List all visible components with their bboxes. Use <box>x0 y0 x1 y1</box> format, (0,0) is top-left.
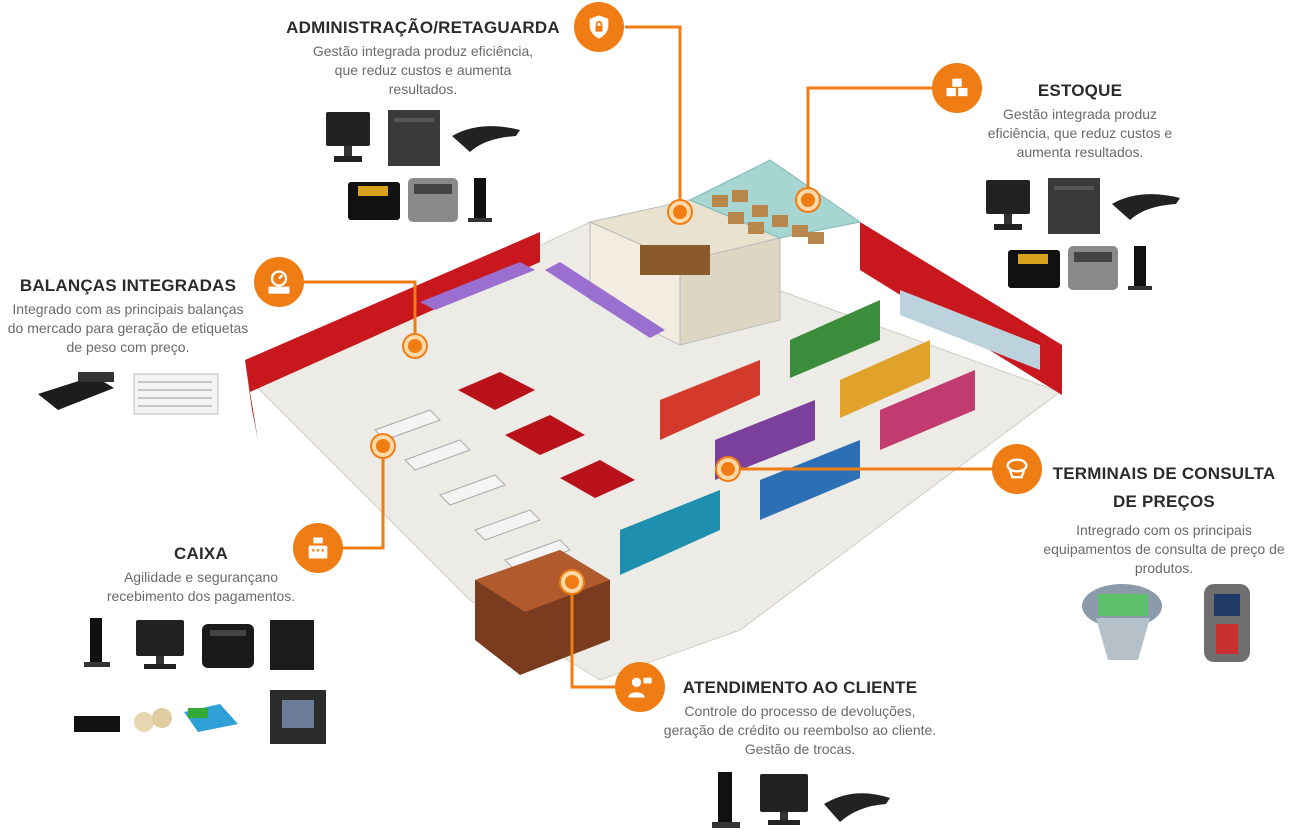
atendimento-desc: Controle do processo de devoluções, gera… <box>663 703 937 757</box>
cash-drawer-icon <box>74 716 120 732</box>
label-printer-icon <box>1068 246 1118 290</box>
customer-service-icon <box>615 662 665 712</box>
mini-pc-icon <box>84 618 110 667</box>
label-sheet-icon <box>133 373 219 415</box>
paper-rolls-icon <box>134 708 172 732</box>
admin-hotspot[interactable] <box>669 201 691 223</box>
server-icon <box>388 110 440 166</box>
atendimento-devices <box>712 772 890 828</box>
admin-devices <box>326 110 520 222</box>
server-icon <box>1048 178 1100 234</box>
caixa-title: CAIXA <box>174 544 228 563</box>
price-checker-icon <box>1204 584 1250 662</box>
mini-pc-icon <box>1128 246 1152 290</box>
barcode-scanner-icon <box>452 126 520 152</box>
balancas-section: BALANÇAS INTEGRADAS Integrado com as pri… <box>0 275 256 357</box>
estoque-title: ESTOQUE <box>1037 81 1123 100</box>
monitor-icon <box>760 774 808 825</box>
terminais-title: TERMINAIS DE CONSULTA DE PREÇOS <box>1052 464 1276 511</box>
card-terminal-icon <box>348 182 400 220</box>
admin-section: ADMINISTRAÇÃO/RETAGUARDA Gestão integrad… <box>268 17 578 99</box>
price-terminal-icon <box>992 444 1042 494</box>
card-swipe-icon <box>184 704 238 732</box>
card-terminal-icon <box>1008 250 1060 288</box>
mini-pc-icon <box>468 178 492 222</box>
estoque-desc: Gestão integrada produz eficiência, que … <box>987 106 1173 160</box>
barcode-reader-icon <box>270 690 326 744</box>
admin-title: ADMINISTRAÇÃO/RETAGUARDA <box>286 18 560 37</box>
terminais-desc: Intregrado com os principais equipamento… <box>1043 522 1285 576</box>
mini-pc-icon <box>712 772 740 828</box>
barcode-scanner-icon <box>1112 194 1180 220</box>
balanca-devices <box>38 372 219 415</box>
label-printer-icon <box>408 178 458 222</box>
boxes-icon <box>932 63 982 113</box>
monitor-icon <box>986 180 1030 230</box>
balancas-title: BALANÇAS INTEGRADAS <box>19 276 237 295</box>
estoque-devices <box>986 178 1180 290</box>
atendimento-hotspot[interactable] <box>561 571 583 593</box>
monitor-icon <box>326 112 370 162</box>
receipt-printer-icon <box>202 624 254 668</box>
estoque-section: ESTOQUE Gestão integrada produz eficiênc… <box>970 80 1190 162</box>
scale-icon <box>254 257 304 307</box>
estoque-hotspot[interactable] <box>797 189 819 211</box>
terminal-devices <box>1082 584 1250 662</box>
caixa-section: CAIXA Agilidade e segurançano recebiment… <box>86 543 316 606</box>
ups-icon <box>270 620 314 670</box>
caixa-desc: Agilidade e segurançano recebimento dos … <box>106 569 296 604</box>
admin-desc: Gestão integrada produz eficiência, que … <box>312 43 534 97</box>
caixa-devices <box>74 618 326 744</box>
terminais-hotspot[interactable] <box>717 458 739 480</box>
atendimento-title: ATENDIMENTO AO CLIENTE <box>682 678 918 697</box>
terminais-section: TERMINAIS DE CONSULTA DE PREÇOS Intregra… <box>1032 463 1296 578</box>
price-checker-icon <box>1082 584 1162 660</box>
balancas-hotspot[interactable] <box>404 335 426 357</box>
barcode-scanner-icon <box>824 793 890 822</box>
monitor-icon <box>136 620 184 669</box>
lock-icon <box>574 2 624 52</box>
caixa-hotspot[interactable] <box>372 435 394 457</box>
balancas-desc: Integrado com as principais balanças do … <box>7 301 249 355</box>
scale-device-icon <box>38 372 114 410</box>
atendimento-section: ATENDIMENTO AO CLIENTE Controle do proce… <box>640 677 960 759</box>
cash-register-icon <box>293 523 343 573</box>
